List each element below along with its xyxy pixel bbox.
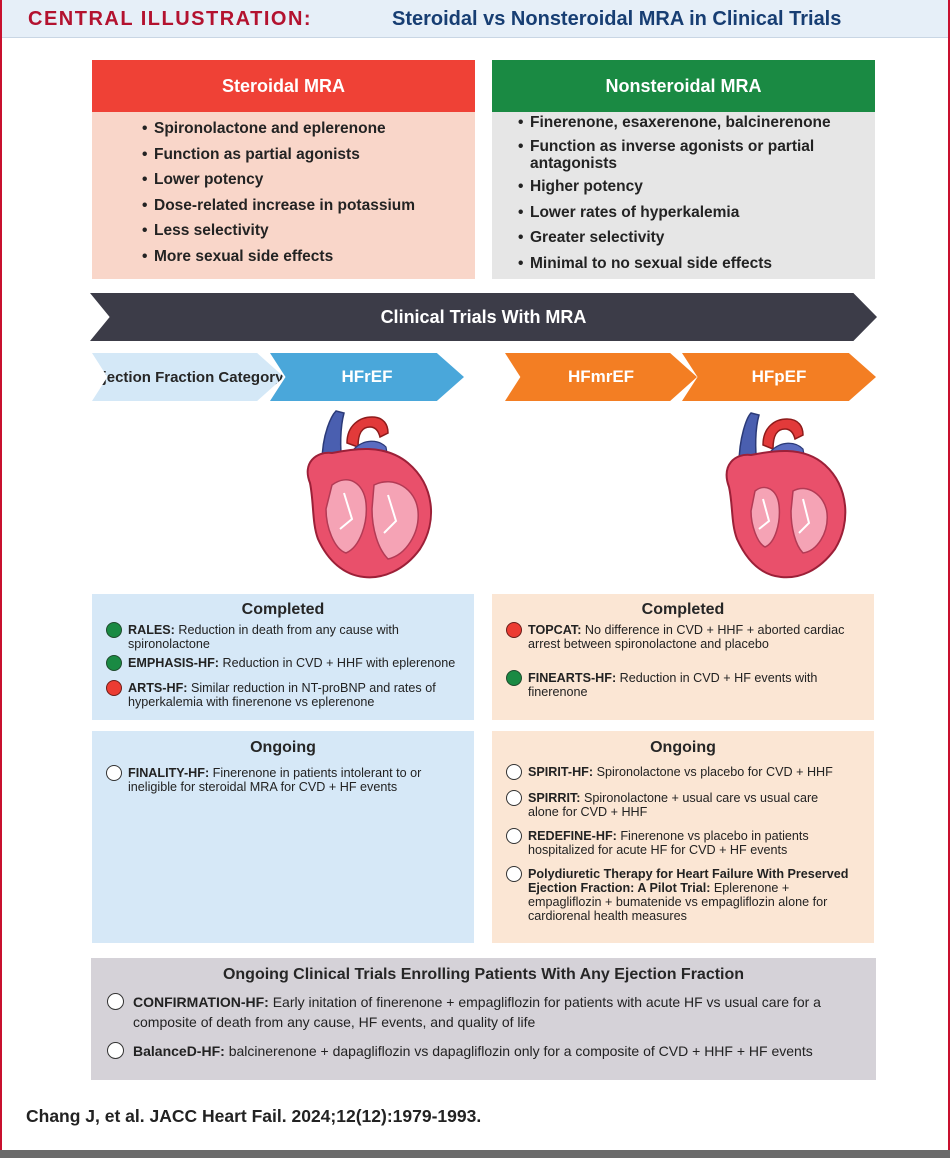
trial-description: Early initation of finerenone + empaglif… — [133, 994, 821, 1030]
steroidal-mra-box: Steroidal MRA Spironolactone and epleren… — [92, 60, 475, 279]
trial-name: CONFIRMATION-HF: — [133, 994, 269, 1010]
ongoing-trial-dot-icon — [107, 993, 124, 1010]
trial-description: Reduction in CVD + HF events with finere… — [528, 671, 818, 699]
steroidal-bullet: Lower potency — [142, 169, 415, 190]
hfref-ongoing-title: Ongoing — [250, 739, 316, 756]
negative-result-dot-icon — [506, 622, 522, 638]
trial-topcat: TOPCAT: No difference in CVD + HHF + abo… — [528, 623, 864, 651]
trial-description: Spironolactone vs placebo for CVD + HHF — [596, 765, 833, 779]
citation: Chang J, et al. JACC Heart Fail. 2024;12… — [26, 1106, 482, 1126]
steroidal-bullet-list: Spironolactone and eplerenone Function a… — [142, 118, 415, 271]
hfmref-chevron: HFmrEF — [505, 353, 697, 401]
trial-balanced-hf: BalanceD-HF: balcinerenone + dapaglifloz… — [133, 1041, 873, 1061]
trial-name: ARTS-HF: — [128, 681, 188, 695]
trial-name: FINEARTS-HF: — [528, 671, 617, 685]
trial-description: Eplerenone + empagliflozin + bumatenide … — [528, 881, 828, 923]
steroidal-mra-title: Steroidal MRA — [92, 60, 475, 112]
trial-confirmation-hf: CONFIRMATION-HF: Early initation of fine… — [133, 992, 863, 1032]
trial-name: EMPHASIS-HF: — [128, 656, 219, 670]
steroidal-bullet: Less selectivity — [142, 220, 415, 241]
clinical-trials-banner-label: Clinical Trials With MRA — [380, 306, 587, 327]
trial-description: No difference in CVD + HHF + aborted car… — [528, 623, 845, 651]
trial-name: Polydiuretic Therapy for Heart Failure W… — [528, 867, 849, 895]
header-label: CENTRAL ILLUSTRATION: — [28, 8, 313, 30]
trial-description: Reduction in death from any cause with s… — [128, 623, 399, 651]
hfpef-completed-title: Completed — [641, 601, 725, 618]
steroidal-bullet: Dose-related increase in potassium — [142, 195, 415, 216]
trial-name: REDEFINE-HF: — [528, 829, 617, 843]
ongoing-trial-dot-icon — [506, 764, 522, 780]
nonsteroidal-mra-box: Nonsteroidal MRA Finerenone, esaxerenone… — [492, 60, 875, 279]
nonsteroidal-bullet: Higher potency — [518, 176, 860, 197]
page-title: Steroidal vs Nonsteroidal MRA in Clinica… — [392, 8, 842, 30]
trial-finality-hf: FINALITY-HF: Finerenone in patients into… — [128, 766, 458, 794]
trial-finearts-hf: FINEARTS-HF: Reduction in CVD + HF event… — [528, 671, 838, 699]
hfpef-ongoing-panel: Ongoing SPIRIT-HF: Spironolactone vs pla… — [492, 731, 874, 943]
trial-polydiuretic-therapy: Polydiuretic Therapy for Heart Failure W… — [528, 867, 863, 923]
trial-description: Finerenone vs placebo in patients hospit… — [528, 829, 809, 857]
trial-name: SPIRIT-HF: — [528, 765, 594, 779]
hfpef-completed-panel: Completed TOPCAT: No difference in CVD +… — [492, 594, 874, 720]
steroidal-bullet: Function as partial agonists — [142, 144, 415, 165]
ongoing-trial-dot-icon — [506, 828, 522, 844]
hfref-completed-title: Completed — [241, 601, 325, 618]
ongoing-trial-dot-icon — [506, 866, 522, 882]
hfpef-chevron: HFpEF — [682, 353, 876, 401]
ongoing-trial-dot-icon — [506, 790, 522, 806]
trial-description: Finerenone in patients intolerant to or … — [128, 766, 422, 794]
any-ef-title: Ongoing Clinical Trials Enrolling Patien… — [222, 966, 745, 983]
nonsteroidal-bullet: Finerenone, esaxerenone, balcinerenone — [518, 112, 860, 133]
trial-description: balcinerenone + dapagliflozin vs dapagli… — [228, 1043, 813, 1059]
nonsteroidal-bullet: Minimal to no sexual side effects — [518, 253, 860, 274]
bottom-bar — [0, 1150, 950, 1158]
header: CENTRAL ILLUSTRATION: Steroidal vs Nonst… — [2, 0, 948, 38]
trial-name: FINALITY-HF: — [128, 766, 210, 780]
positive-result-dot-icon — [506, 670, 522, 686]
heart-hfpef-illustration — [725, 412, 847, 579]
clinical-trials-banner — [90, 293, 877, 341]
trial-description: Spironolactone + usual care vs usual car… — [528, 791, 819, 819]
hfref-ongoing-panel: Ongoing FINALITY-HF: Finerenone in patie… — [92, 731, 474, 943]
trial-arts-hf: ARTS-HF: Similar reduction in NT-proBNP … — [128, 681, 463, 709]
steroidal-bullet: Spironolactone and eplerenone — [142, 118, 415, 139]
trial-spirit-hf: SPIRIT-HF: Spironolactone vs placebo for… — [528, 765, 868, 779]
hfref-completed-panel: Completed RALES: Reduction in death from… — [92, 594, 474, 720]
ongoing-trial-dot-icon — [106, 765, 122, 781]
nonsteroidal-bullet-list: Finerenone, esaxerenone, balcinerenone F… — [518, 112, 860, 278]
trial-spirrit: SPIRRIT: Spironolactone + usual care vs … — [528, 791, 838, 819]
trial-emphasis-hf: EMPHASIS-HF: Reduction in CVD + HHF with… — [128, 656, 468, 670]
trial-name: TOPCAT: — [528, 623, 582, 637]
negative-result-dot-icon — [106, 680, 122, 696]
nonsteroidal-bullet: Greater selectivity — [518, 227, 860, 248]
heart-hfref-illustration — [306, 410, 432, 579]
nonsteroidal-mra-title: Nonsteroidal MRA — [492, 60, 875, 112]
steroidal-bullet: More sexual side effects — [142, 246, 415, 267]
hfref-chevron: HFrEF — [270, 353, 464, 401]
trial-description: Reduction in CVD + HHF with eplerenone — [222, 656, 456, 670]
hfpef-ongoing-title: Ongoing — [650, 739, 716, 756]
trial-name: BalanceD-HF: — [133, 1043, 225, 1059]
nonsteroidal-bullet: Function as inverse agonists or partial … — [518, 138, 860, 172]
any-ef-trials-panel: Ongoing Clinical Trials Enrolling Patien… — [91, 958, 876, 1080]
positive-result-dot-icon — [106, 655, 122, 671]
trial-name: SPIRRIT: — [528, 791, 581, 805]
trial-name: RALES: — [128, 623, 175, 637]
trial-redefine-hf: REDEFINE-HF: Finerenone vs placebo in pa… — [528, 829, 838, 857]
trial-rales: RALES: Reduction in death from any cause… — [128, 623, 458, 651]
ongoing-trial-dot-icon — [107, 1042, 124, 1059]
trial-description: Similar reduction in NT-proBNP and rates… — [128, 681, 436, 709]
ef-category-chevron: Ejection Fraction Category — [92, 353, 284, 401]
nonsteroidal-bullet: Lower rates of hyperkalemia — [518, 202, 860, 223]
positive-result-dot-icon — [106, 622, 122, 638]
